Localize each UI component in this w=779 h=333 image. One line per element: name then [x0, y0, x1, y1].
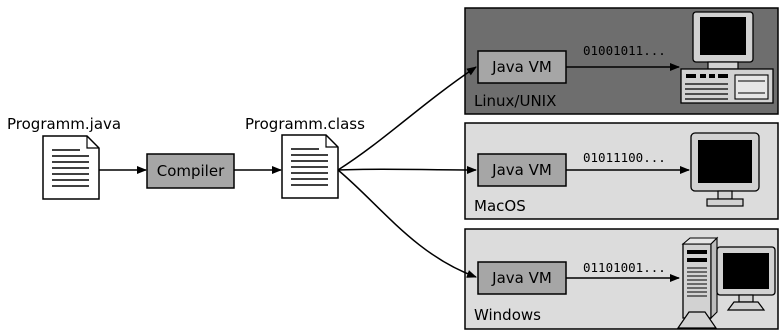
macos-platform-name: MacOS — [474, 197, 526, 215]
linux-bits-label: 01001011... — [583, 43, 666, 58]
source-document-icon — [42, 135, 100, 200]
linux-vm-label: Java VM — [491, 58, 552, 76]
arrow-class-to-macos-vm — [337, 165, 477, 174]
macos-java-vm-box — [477, 153, 567, 187]
monitor-icon — [690, 132, 760, 207]
class-document-icon — [281, 134, 339, 199]
compiler-label: Compiler — [157, 162, 225, 180]
class-file-label: Programm.class — [245, 115, 365, 133]
windows-vm-label: Java VM — [491, 269, 552, 287]
macos-vm-label: Java VM — [491, 161, 552, 179]
source-file-label: Programm.java — [7, 115, 121, 133]
windows-platform-name: Windows — [474, 306, 541, 324]
workstation-icon — [680, 11, 774, 104]
arrow-class-to-windows-vm — [337, 169, 477, 278]
windows-java-vm-box — [477, 261, 567, 295]
windows-bits-label: 01101001... — [583, 260, 666, 275]
tower-pc-icon — [676, 236, 776, 329]
arrow-class-to-linux-vm — [337, 66, 477, 171]
compiler-box — [146, 153, 235, 189]
linux-platform-name: Linux/UNIX — [474, 92, 556, 110]
macos-bits-label: 01011100... — [583, 150, 666, 165]
